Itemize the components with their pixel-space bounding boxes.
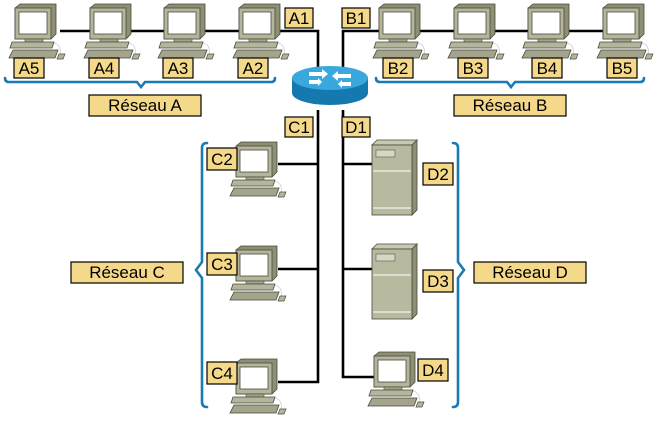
network-label-c: Réseau C — [89, 263, 165, 282]
device-label-a2: A2 — [243, 59, 264, 78]
pc-c3[interactable] — [229, 245, 287, 302]
brackets — [3, 76, 646, 409]
device-label-b4: B4 — [537, 59, 558, 78]
device-label-a3: A3 — [168, 59, 189, 78]
device-label-b3: B3 — [463, 59, 484, 78]
pc-b5[interactable] — [596, 3, 654, 60]
network-d-devices — [367, 139, 425, 408]
bracket-network-d — [451, 141, 466, 409]
device-label-a5: A5 — [19, 59, 40, 78]
device-label-b5: B5 — [612, 59, 633, 78]
labels — [13, 7, 638, 385]
device-label-d2: D2 — [427, 165, 449, 184]
router[interactable] — [292, 66, 368, 105]
device-label-b2: B2 — [388, 59, 409, 78]
bracket-network-b — [374, 76, 646, 90]
network-label-b: Réseau B — [473, 96, 548, 115]
network-label-d: Réseau D — [492, 263, 568, 282]
network-c-devices — [229, 141, 287, 415]
port-label-a1: A1 — [289, 9, 310, 28]
pc-c2[interactable] — [229, 141, 287, 198]
device-label-c3: C3 — [211, 255, 233, 274]
cable-network-c — [278, 110, 320, 384]
router-icon — [292, 66, 368, 105]
pc-c4[interactable] — [229, 358, 287, 415]
device-label-c2: C2 — [211, 150, 233, 169]
device-label-a4: A4 — [94, 59, 115, 78]
bracket-network-a — [3, 76, 277, 90]
port-label-b1: B1 — [346, 9, 367, 28]
server-d2[interactable] — [371, 139, 418, 216]
port-label-c1: C1 — [288, 118, 310, 137]
network-label-a: Réseau A — [108, 96, 182, 115]
bracket-network-c — [194, 141, 209, 409]
device-label-d3: D3 — [427, 272, 449, 291]
cable-network-d — [341, 110, 375, 379]
pc-a5[interactable] — [8, 3, 66, 60]
device-label-d4: D4 — [422, 361, 444, 380]
server-d3[interactable] — [371, 243, 418, 320]
pc-d4[interactable] — [367, 351, 425, 408]
port-label-d1: D1 — [345, 118, 367, 137]
device-label-c4: C4 — [211, 364, 233, 383]
